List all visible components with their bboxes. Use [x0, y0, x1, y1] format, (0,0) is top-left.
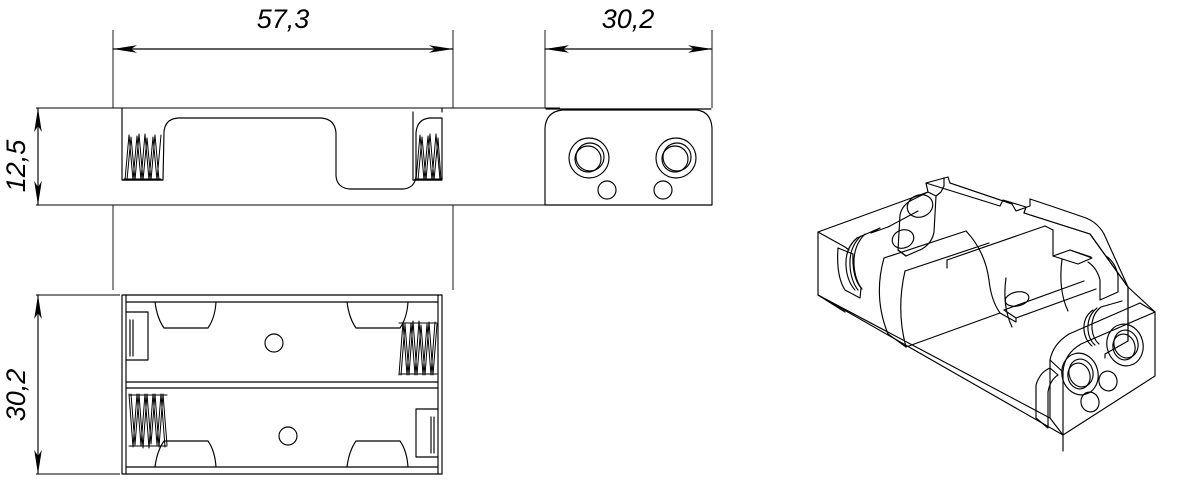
dimension-length-573: 57,3 [112, 4, 454, 53]
spring-right-front [415, 133, 442, 181]
spring-iso-right [1083, 300, 1123, 347]
dimension-width-302: 30,2 [544, 4, 713, 53]
spring-iso-left [845, 210, 919, 291]
spring-lower-plan [128, 393, 168, 449]
mounting-hole-right [653, 180, 673, 200]
cell-bay-upper [125, 301, 439, 376]
terminal-contact-right [655, 137, 697, 179]
dimension-value-width: 30,2 [602, 4, 655, 34]
dimension-depth-302: 30,2 [1, 294, 42, 475]
dimension-value-length: 57,3 [257, 4, 310, 34]
cell-bay-lower [125, 393, 439, 468]
iso-mounting-hole-upper [1098, 370, 1118, 392]
dimension-value-depth: 30,2 [1, 369, 31, 422]
plan-center-hole-lower [278, 426, 298, 446]
iso-terminal-lower [1061, 352, 1099, 396]
plan-center-hole-upper [264, 333, 284, 353]
iso-mounting-hole-lower [1080, 391, 1100, 413]
plan-view [121, 294, 443, 475]
iso-center-hole [1004, 291, 1030, 307]
iso-terminal-upper [1106, 323, 1144, 367]
dimension-value-height: 12,5 [1, 139, 31, 193]
terminal-contact-left [568, 137, 610, 179]
mounting-hole-left [597, 180, 617, 200]
projection-lines [36, 30, 713, 475]
end-view [544, 108, 713, 206]
dimension-height-125: 12,5 [1, 107, 42, 206]
iso-hole-small-back [891, 229, 915, 249]
spring-upper-plan [398, 320, 438, 376]
iso-view [817, 176, 1156, 452]
iso-hole-upper-back [906, 194, 934, 218]
spring-left-front [123, 133, 162, 181]
front-view [121, 107, 443, 190]
